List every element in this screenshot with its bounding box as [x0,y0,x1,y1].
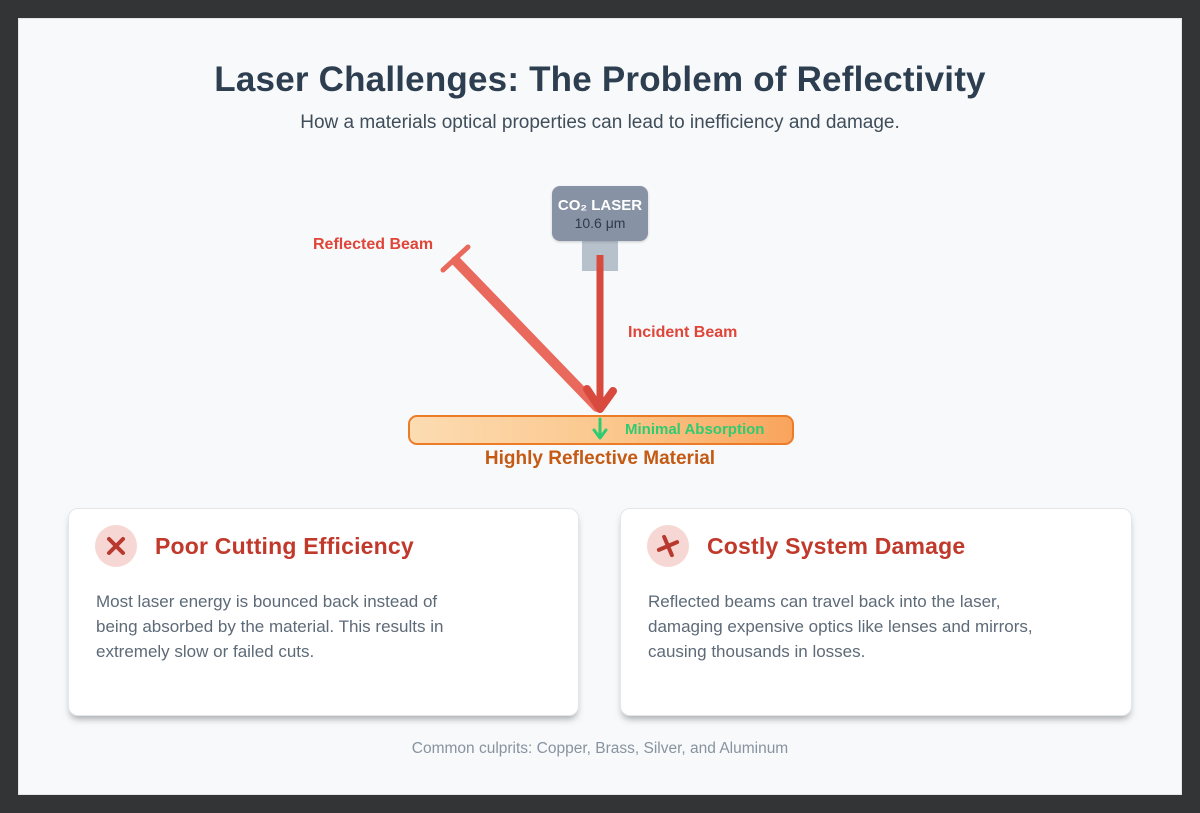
error-badge [647,525,689,567]
card-title: Costly System Damage [707,532,966,559]
laser-nozzle [582,240,618,271]
card-header: Costly System Damage [621,509,1131,567]
reflected-beam-label: Reflected Beam [313,236,434,253]
laser-name-label: CO₂ LASER [557,196,643,214]
page-subtitle: How a materials optical properties can l… [300,112,900,133]
laser-head: CO₂ LASER 10.6 μm [552,186,648,241]
error-badge [95,525,137,567]
incident-beam-label: Incident Beam [628,324,738,341]
card-poor-cutting-efficiency: Poor Cutting Efficiency Most laser energ… [68,508,579,716]
laser-wavelength-label: 10.6 μm [574,214,626,231]
reflective-material-label: Highly Reflective Material [484,448,716,469]
footer-note: Common culprits: Copper, Brass, Silver, … [411,740,789,757]
minimal-absorption-label: Minimal Absorption [625,421,765,438]
x-icon [107,537,125,555]
x-icon [656,534,680,558]
card-header: Poor Cutting Efficiency [69,509,578,567]
card-body-text: Reflected beams can travel back into the… [648,592,1033,661]
card-costly-system-damage: Costly System Damage Reflected beams can… [620,508,1132,716]
card-title: Poor Cutting Efficiency [155,532,414,559]
page-title: Laser Challenges: The Problem of Reflect… [214,60,986,99]
card-body-text: Most laser energy is bounced back instea… [96,592,444,661]
